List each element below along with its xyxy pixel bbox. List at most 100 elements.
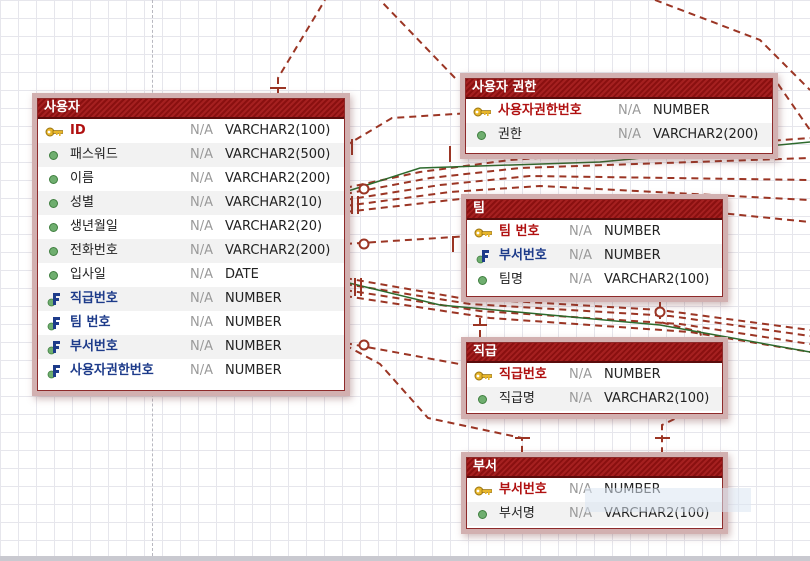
- column-dot-icon: [478, 510, 487, 519]
- zero-mark: [358, 238, 370, 250]
- table-row[interactable]: 이름 N/A VARCHAR2(200): [38, 167, 344, 191]
- zero-mark: [654, 306, 666, 318]
- column-nullable: N/A: [618, 127, 641, 142]
- key-icon: [474, 370, 493, 381]
- column-name: 팀 번호: [499, 224, 540, 239]
- table-row[interactable]: 부서번호 N/A NUMBER: [38, 335, 344, 359]
- column-nullable: N/A: [190, 291, 213, 306]
- table-row[interactable]: 권한 N/A VARCHAR2(200): [466, 123, 772, 147]
- relationship-end-marks: [270, 87, 670, 439]
- connector-top-right: [654, 0, 810, 91]
- table-row[interactable]: 팀 번호 N/A NUMBER: [467, 220, 722, 244]
- connector-user-fanout-3: [344, 174, 810, 201]
- connector-role-right: [777, 83, 810, 131]
- column-name: 직급번호: [499, 367, 547, 382]
- column-dot-icon: [49, 223, 58, 232]
- column-type: VARCHAR2(20): [225, 219, 323, 234]
- column-dot-icon: [478, 276, 487, 285]
- column-name: 전화번호: [70, 243, 118, 258]
- zero-mark: [358, 339, 370, 351]
- column-name: 사용자권한번호: [498, 103, 582, 118]
- connector-user-lower-2: [344, 283, 810, 337]
- column-nullable: N/A: [190, 243, 213, 258]
- column-nullable: N/A: [569, 391, 592, 406]
- foreign-key-icon: [476, 249, 490, 264]
- column-nullable: N/A: [190, 171, 213, 186]
- column-nullable: N/A: [569, 224, 592, 239]
- column-dot-icon: [49, 271, 58, 280]
- foreign-key-icon: [47, 316, 61, 331]
- column-name: 팀명: [499, 272, 523, 287]
- column-name: 패스워드: [70, 147, 118, 162]
- connector-user-to-rank: [344, 342, 471, 367]
- selection-highlight: [585, 488, 751, 512]
- connector-user-to-role: [344, 112, 471, 147]
- column-type: VARCHAR2(200): [225, 243, 331, 258]
- connector-role-top: [379, 0, 456, 79]
- column-name: 권한: [498, 127, 522, 142]
- connector-user-lower-1: [344, 277, 810, 331]
- column-type: VARCHAR2(100): [225, 123, 331, 138]
- column-name: 이름: [70, 171, 94, 186]
- column-type: NUMBER: [225, 363, 282, 378]
- foreign-key-icon: [47, 364, 61, 379]
- column-name: 부서번호: [70, 339, 118, 354]
- column-name: 성별: [70, 195, 94, 210]
- column-nullable: N/A: [190, 195, 213, 210]
- key-icon: [474, 485, 493, 496]
- column-type: NUMBER: [225, 315, 282, 330]
- table-row[interactable]: 성별 N/A VARCHAR2(10): [38, 191, 344, 215]
- table-header: 팀: [467, 200, 722, 220]
- horizontal-scrollbar[interactable]: [0, 556, 810, 561]
- column-nullable: N/A: [190, 315, 213, 330]
- column-type: NUMBER: [225, 339, 282, 354]
- column-name: 부서번호: [499, 482, 547, 497]
- column-dot-icon: [49, 175, 58, 184]
- column-type: VARCHAR2(200): [225, 171, 331, 186]
- column-nullable: N/A: [190, 339, 213, 354]
- column-type: DATE: [225, 267, 259, 282]
- table-row[interactable]: 직급번호 N/A NUMBER: [467, 363, 722, 387]
- column-nullable: N/A: [190, 219, 213, 234]
- table-row[interactable]: 전화번호 N/A VARCHAR2(200): [38, 239, 344, 263]
- column-name: 직급번호: [70, 291, 118, 306]
- column-name: 부서번호: [499, 248, 547, 263]
- connector-user-top: [277, 0, 326, 96]
- column-type: VARCHAR2(100): [604, 272, 710, 287]
- column-nullable: N/A: [569, 248, 592, 263]
- column-type: VARCHAR2(200): [653, 127, 759, 142]
- column-nullable: N/A: [569, 367, 592, 382]
- column-dot-icon: [477, 131, 486, 140]
- column-dot-icon: [49, 151, 58, 160]
- column-type: VARCHAR2(10): [225, 195, 323, 210]
- column-type: NUMBER: [604, 367, 661, 382]
- zero-mark: [358, 183, 370, 195]
- connector-user-lower-4: [344, 295, 810, 353]
- column-type: NUMBER: [604, 224, 661, 239]
- connector-user-to-dept: [344, 344, 523, 455]
- connector-user-fanout-4: [344, 184, 810, 207]
- table-header: 사용자: [38, 99, 344, 119]
- key-icon: [45, 126, 64, 137]
- column-dot-icon: [49, 199, 58, 208]
- column-name: 부서명: [499, 506, 535, 521]
- column-type: NUMBER: [653, 103, 710, 118]
